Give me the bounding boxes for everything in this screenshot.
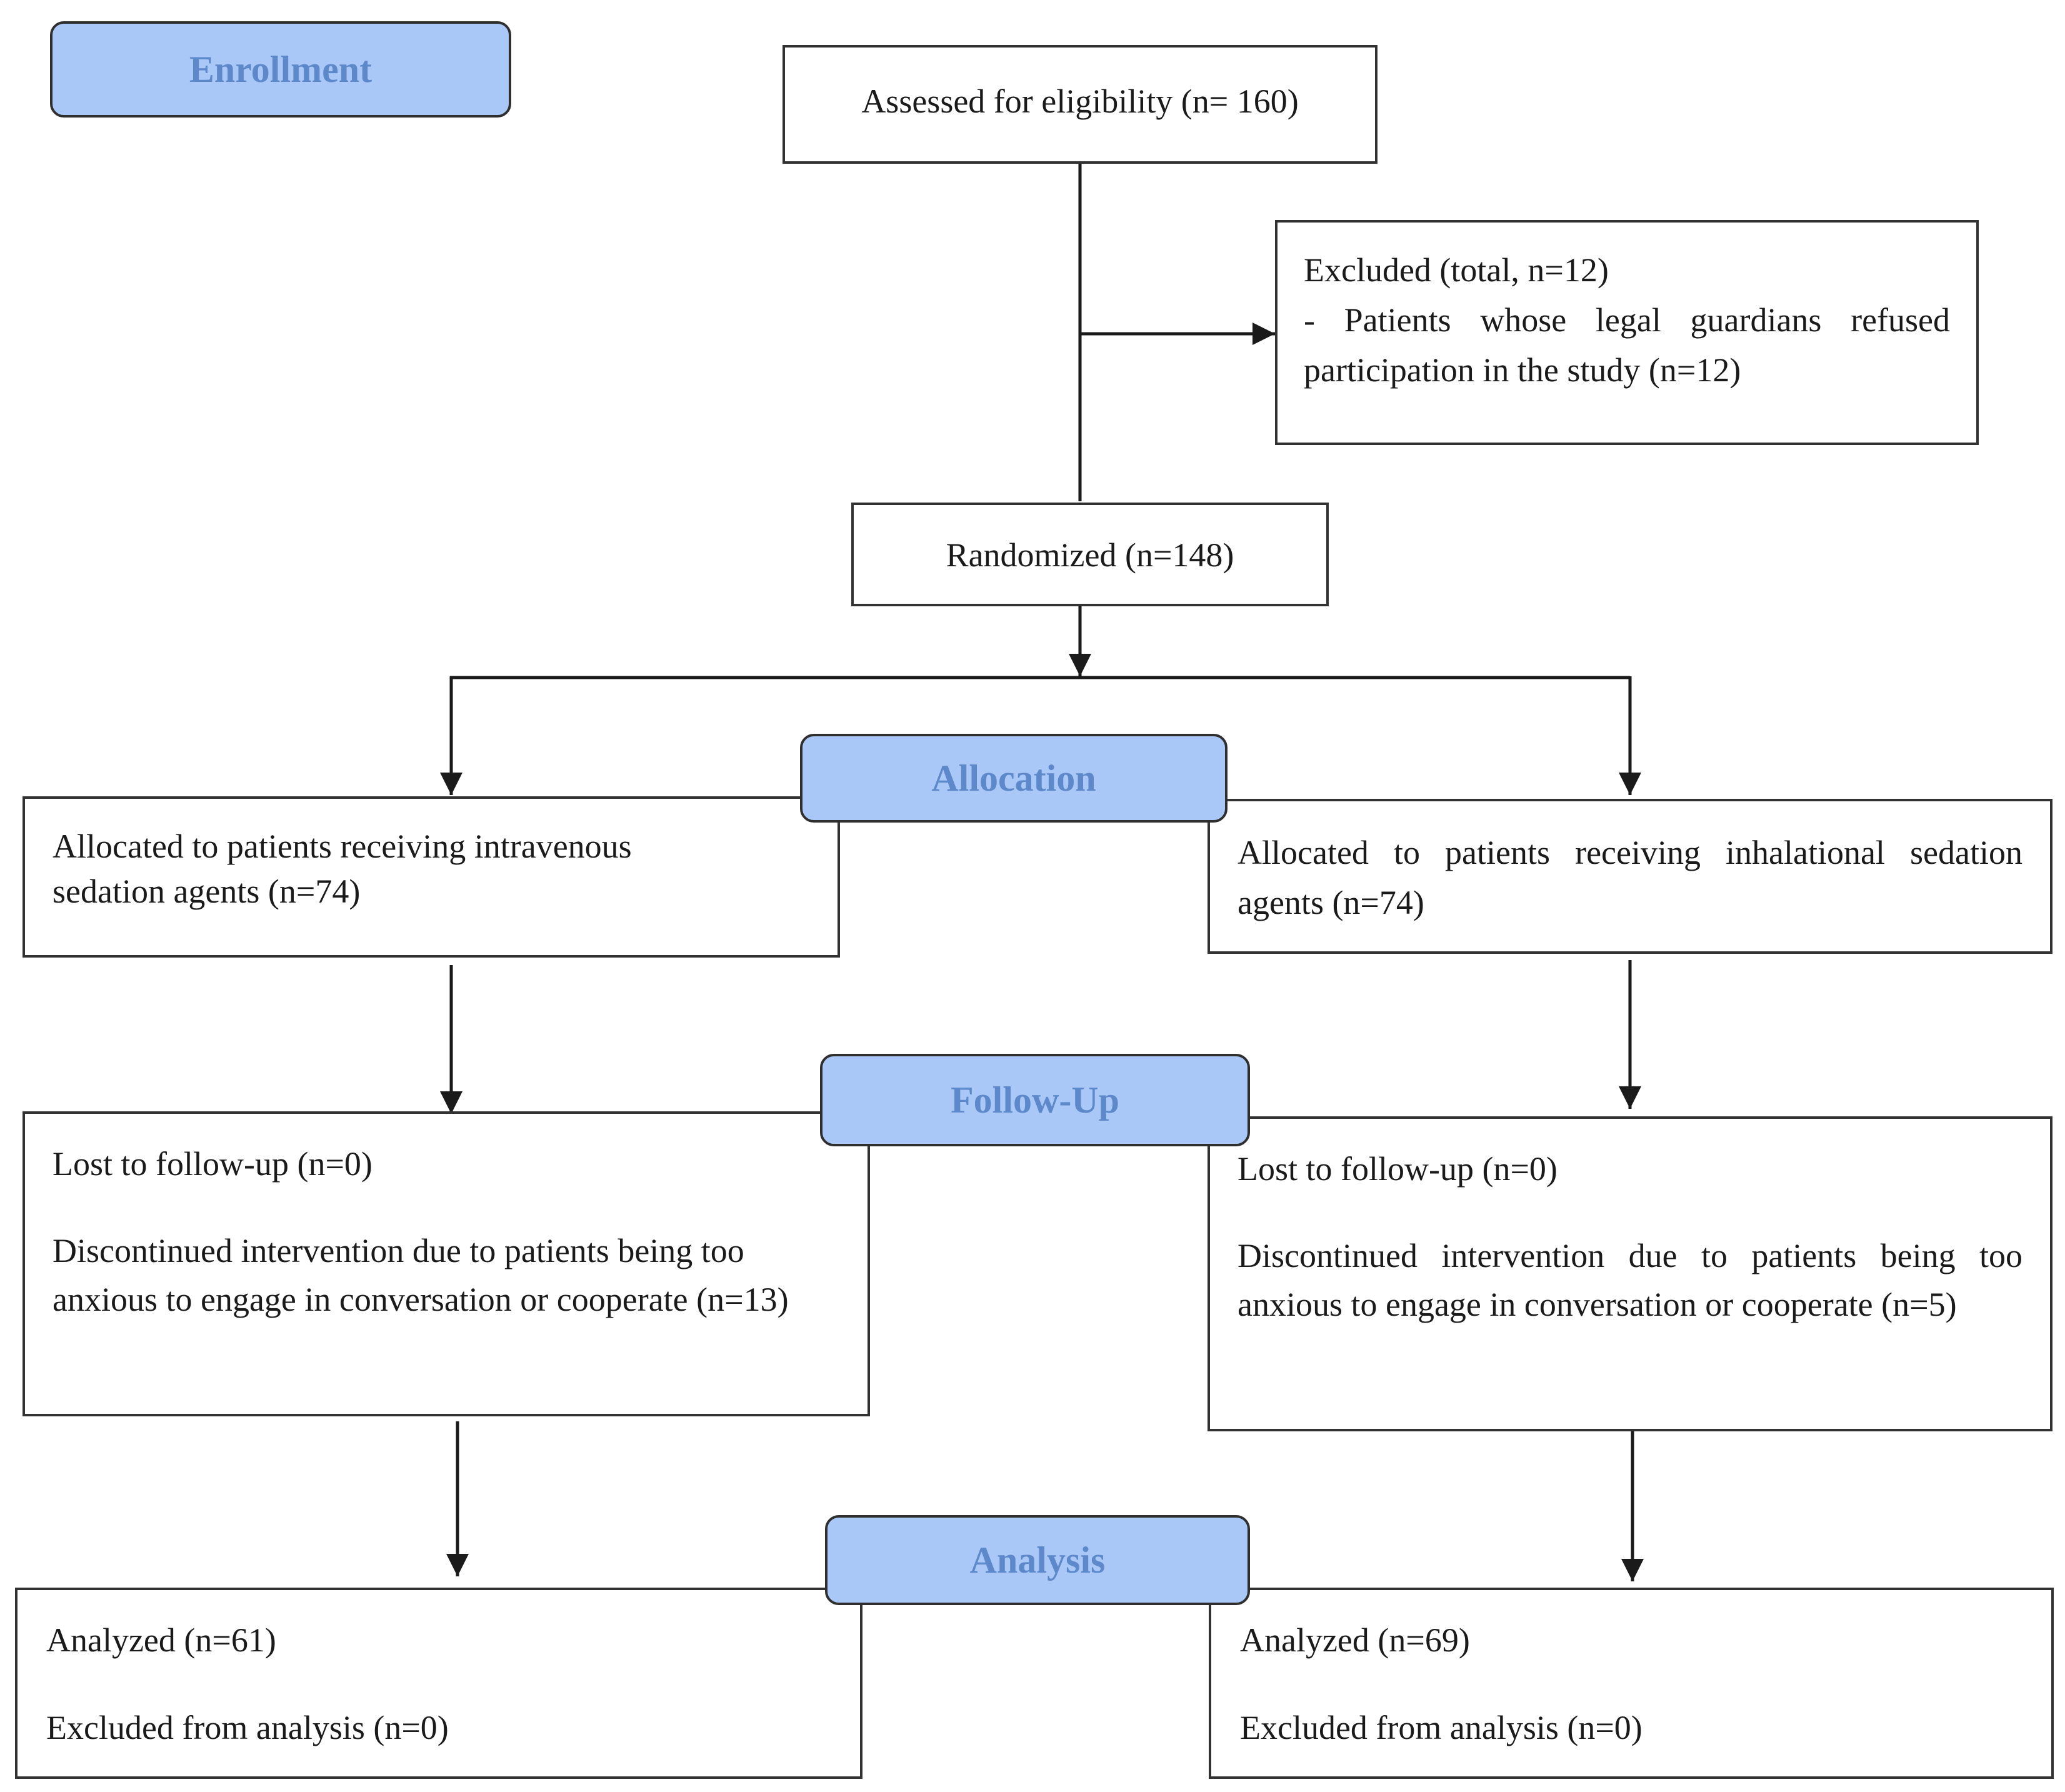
assessed-text: Assessed for eligibility (n= 160)	[861, 83, 1299, 120]
excluded-reason: - Patients whose legal guardians refused…	[1304, 301, 1950, 389]
analysis-left-excluded: Excluded from analysis (n=0)	[46, 1709, 449, 1746]
stage-label-enrollment: Enrollment	[50, 21, 511, 118]
allocation-left-text: Allocated to patients receiving intraven…	[52, 828, 632, 910]
box-analysis-right: Analyzed (n=69) Excluded from analysis (…	[1209, 1588, 2054, 1779]
randomized-text: Randomized (n=148)	[946, 536, 1234, 574]
stage-label-follow-up: Follow-Up	[820, 1054, 1250, 1146]
box-assessed: Assessed for eligibility (n= 160)	[782, 45, 1378, 164]
stage-label-analysis: Analysis	[825, 1515, 1250, 1605]
box-allocation-right: Allocated to patients receiving inhalati…	[1208, 799, 2052, 954]
followup-left-lost: Lost to follow-up (n=0)	[52, 1145, 372, 1183]
stage-label-enrollment-text: Enrollment	[189, 48, 372, 90]
allocation-right-text: Allocated to patients receiving inhalati…	[1238, 834, 2022, 921]
followup-left-discontinued: Discontinued intervention due to patient…	[52, 1232, 789, 1318]
box-analysis-left: Analyzed (n=61) Excluded from analysis (…	[15, 1588, 862, 1779]
excluded-title: Excluded (total, n=12)	[1304, 251, 1609, 289]
box-excluded: Excluded (total, n=12) - Patients whose …	[1275, 220, 1979, 445]
box-followup-right: Lost to follow-up (n=0) Discontinued int…	[1208, 1116, 2052, 1431]
followup-right-discontinued: Discontinued intervention due to patient…	[1238, 1237, 2022, 1323]
box-allocation-left: Allocated to patients receiving intraven…	[22, 796, 840, 958]
box-randomized: Randomized (n=148)	[851, 503, 1329, 606]
stage-label-allocation: Allocation	[800, 734, 1228, 823]
stage-label-allocation-text: Allocation	[931, 757, 1096, 799]
box-followup-left: Lost to follow-up (n=0) Discontinued int…	[22, 1111, 870, 1416]
analysis-right-excluded: Excluded from analysis (n=0)	[1240, 1709, 1642, 1746]
analysis-left-analyzed: Analyzed (n=61)	[46, 1621, 276, 1659]
stage-label-analysis-text: Analysis	[969, 1539, 1106, 1581]
stage-label-follow-up-text: Follow-Up	[951, 1079, 1119, 1121]
followup-right-lost: Lost to follow-up (n=0)	[1238, 1150, 1558, 1188]
analysis-right-analyzed: Analyzed (n=69)	[1240, 1621, 1470, 1659]
